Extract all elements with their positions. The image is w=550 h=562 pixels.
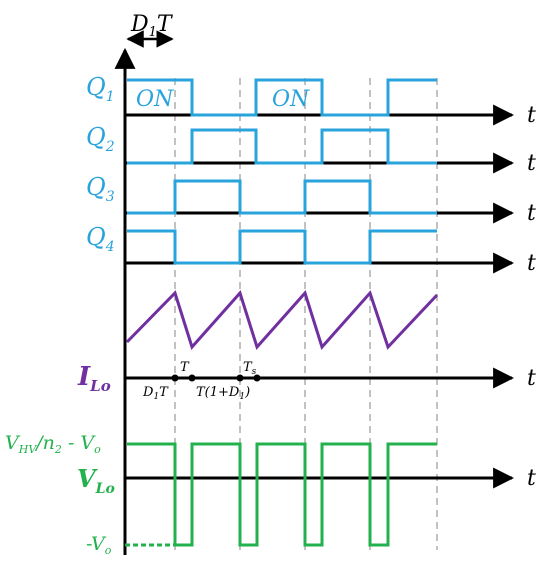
marker-dot	[236, 374, 244, 382]
q2-label: Q2	[86, 123, 115, 155]
switch-labels: Q1 Q2 Q3 Q4	[86, 73, 115, 255]
marker-dot	[253, 374, 261, 382]
duty-cycle-header: D1T	[126, 12, 174, 48]
ilo-label: ILo	[77, 362, 111, 395]
q1-on-label-1: ON	[136, 87, 174, 112]
q4-label: Q4	[86, 223, 115, 255]
t-label: t	[527, 251, 536, 276]
marker-t: T	[180, 360, 190, 375]
t-labels: t t t t t t	[527, 103, 536, 491]
marker-d1t: D1T	[142, 385, 169, 402]
vlo-label: VLo	[77, 464, 115, 497]
time-markers: T Ts D1T T(1+D1)	[142, 360, 261, 402]
t-label: t	[527, 366, 536, 391]
q2-waveform	[127, 128, 437, 165]
voltage-labels: VHV/n2 - Vo VLo -Vo	[5, 432, 115, 557]
t-label: t	[527, 201, 536, 226]
t-label: t	[527, 151, 536, 176]
marker-dot	[188, 374, 196, 382]
time-guides	[174, 78, 438, 550]
marker-t1d1: T(1+D1)	[196, 385, 250, 402]
low-level-label: -Vo	[86, 533, 112, 557]
q3-label: Q3	[86, 173, 115, 205]
duty-label: D1T	[130, 12, 174, 40]
q1-waveform	[127, 78, 437, 117]
t-label: t	[527, 103, 536, 128]
t-label: t	[527, 466, 536, 491]
switch-waveforms	[127, 78, 437, 265]
q1-label: Q1	[86, 73, 115, 105]
marker-dot	[171, 374, 179, 382]
high-level-label: VHV/n2 - Vo	[5, 432, 101, 456]
vlo-waveform	[127, 442, 437, 547]
marker-ts: Ts	[243, 360, 257, 377]
time-axes	[125, 104, 515, 489]
q3-waveform	[127, 179, 437, 215]
ilo-waveform	[125, 290, 439, 350]
on-labels: ON ON	[136, 87, 310, 112]
q4-waveform	[127, 229, 437, 265]
q1-on-label-2: ON	[272, 87, 310, 112]
